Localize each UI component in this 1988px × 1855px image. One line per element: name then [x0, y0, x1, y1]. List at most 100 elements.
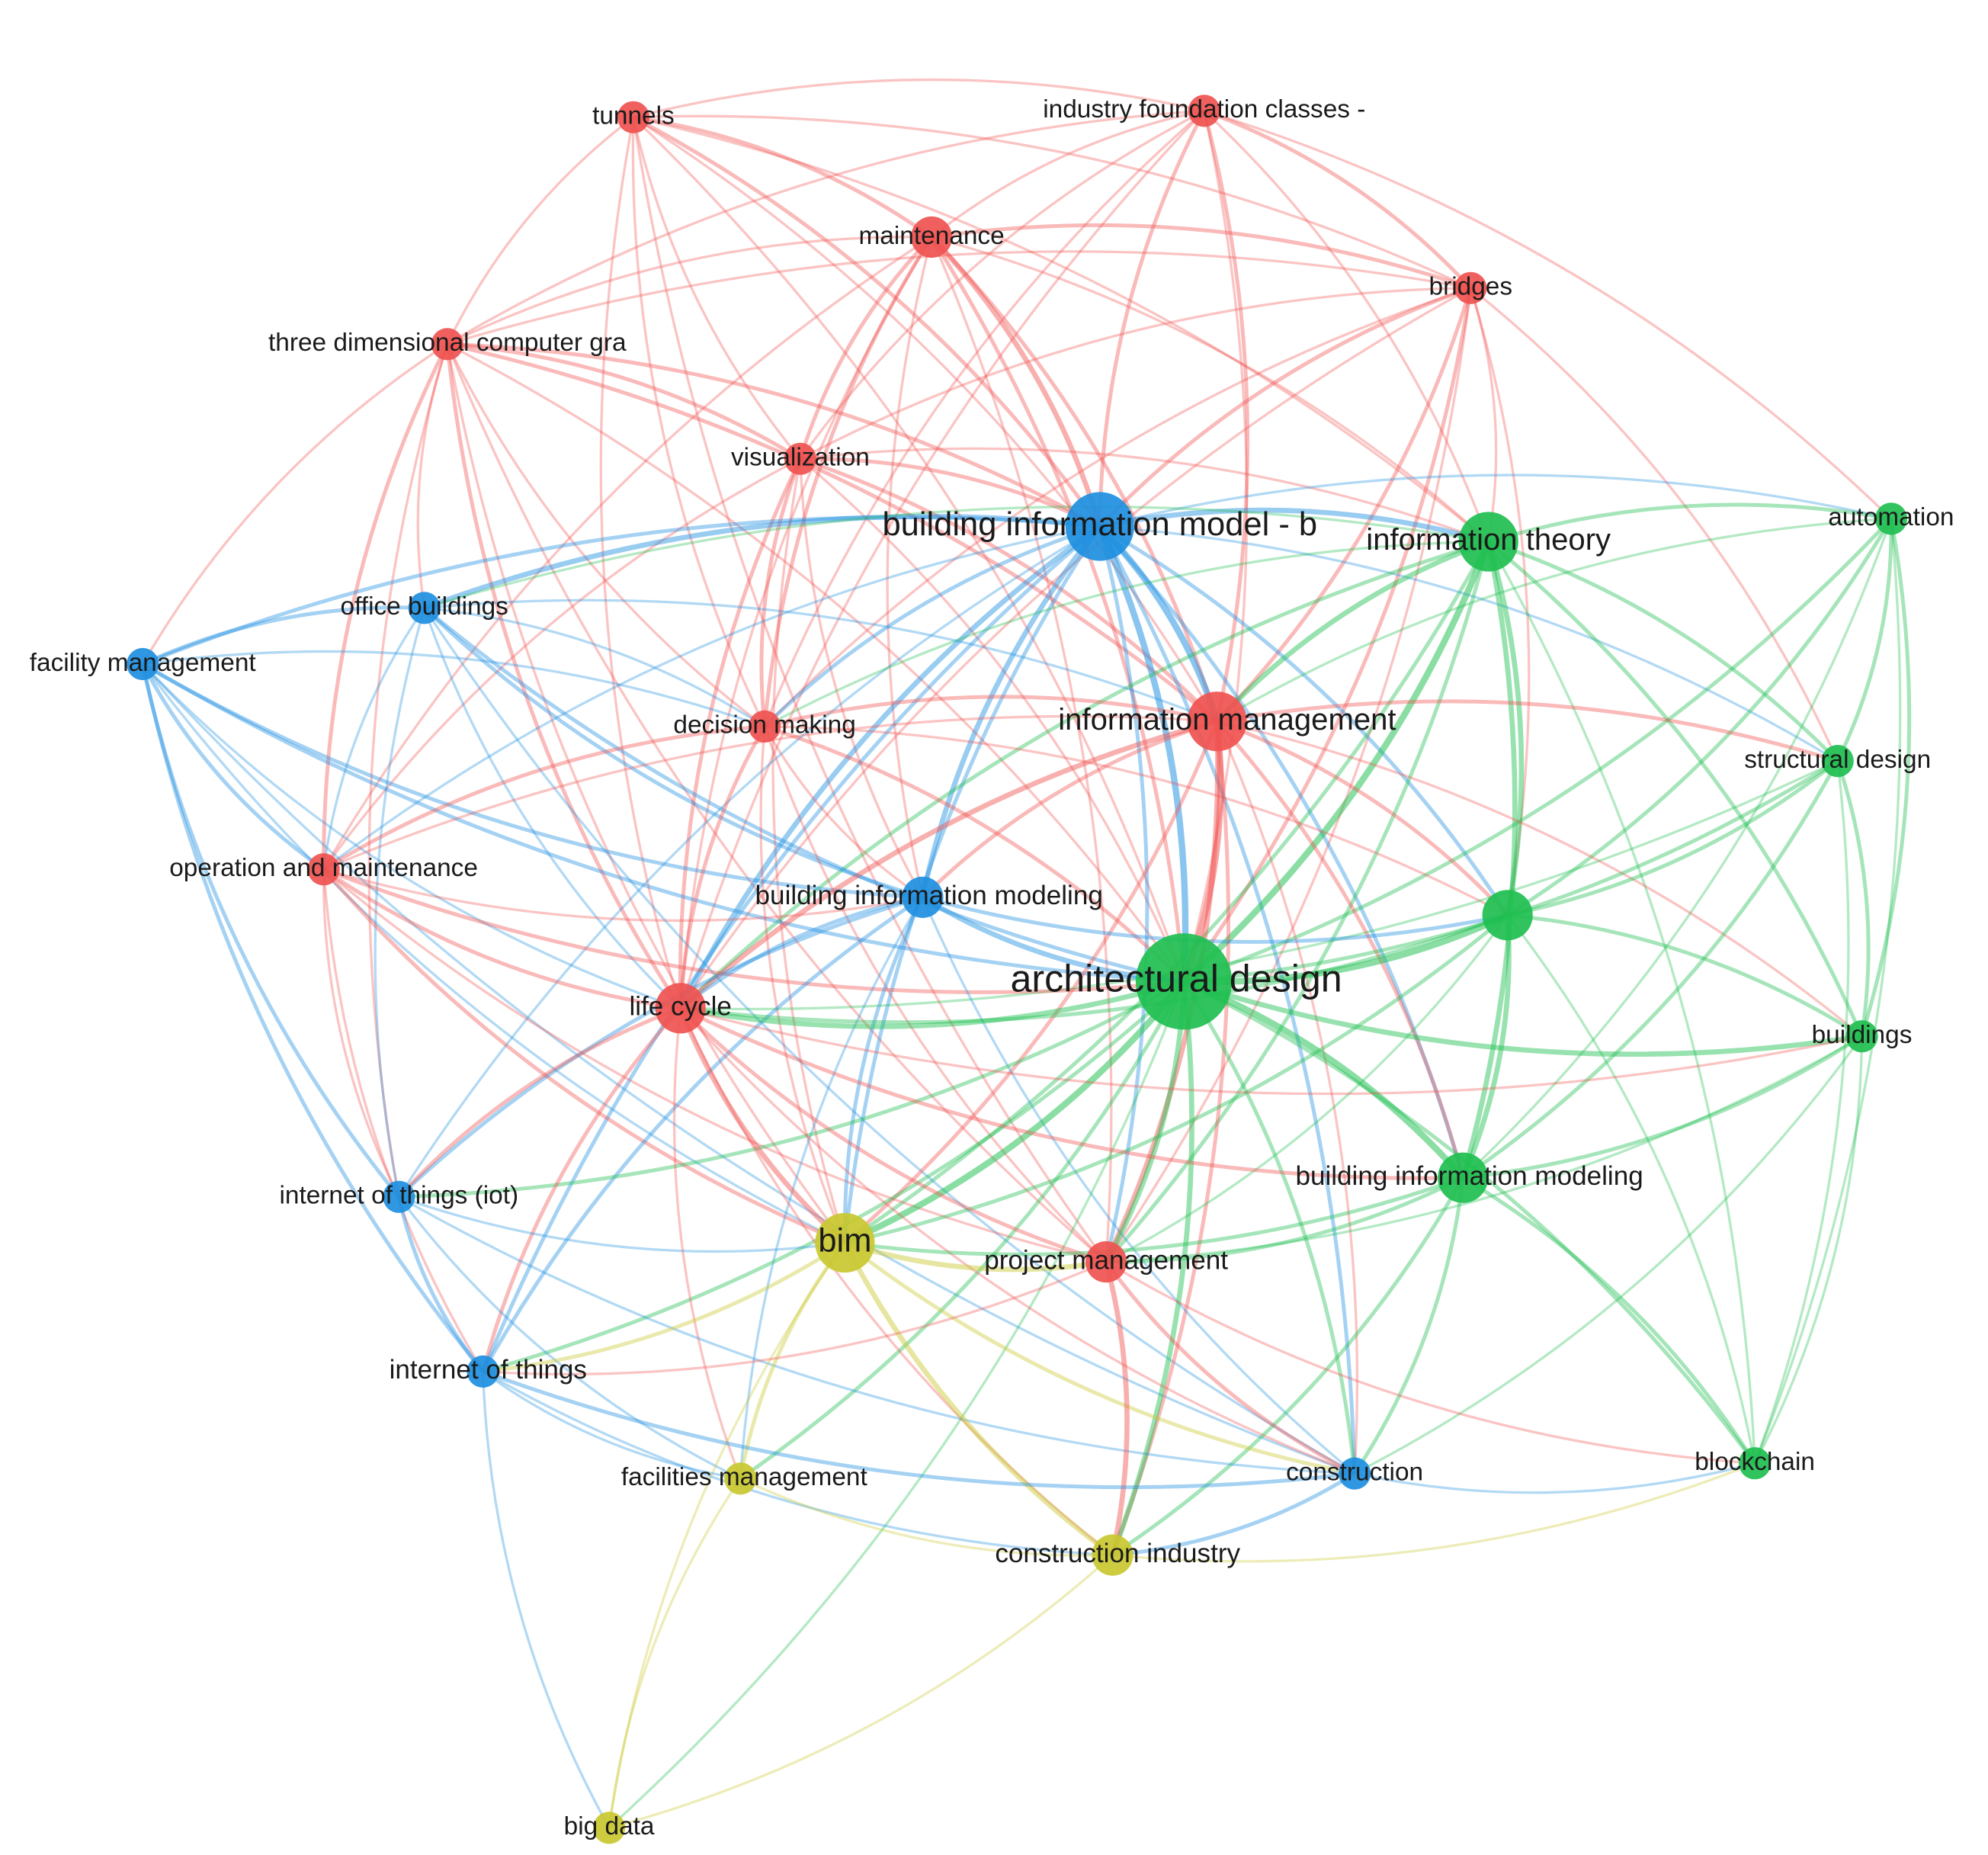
edge-office_buildings-iot_paren [374, 607, 426, 1198]
label-three-d: three dimensional computer gra [268, 329, 627, 357]
edge-iot_paren-iot [396, 1196, 485, 1373]
edge-buildings-blockchain [1753, 1036, 1864, 1464]
edge-three_d-op_maint [322, 343, 450, 870]
edge-bim_model_b-construction [1098, 525, 1357, 1474]
node-green-unlabeled[interactable] [1482, 890, 1533, 941]
edge-office_buildings-construction [423, 607, 1355, 1475]
edge-green_unlabeled-bim [844, 913, 1509, 1245]
edge-info_theory-project_mgmt [1105, 541, 1491, 1263]
edge-info_theory-decision_making [764, 540, 1489, 728]
edge-op_maint-life_cycle [322, 868, 681, 1010]
edge-tunnels-project_mgmt [632, 117, 1108, 1263]
edge-life_cycle-construction_industry [679, 1007, 1114, 1556]
edge-visualization-decision_making [759, 457, 803, 727]
edge-bridges-info_mgmt [1215, 287, 1473, 723]
edge-bim_model_b-bim [842, 525, 1101, 1244]
edge-project_mgmt-iot [483, 1260, 1107, 1376]
node-arch-design[interactable] [1135, 933, 1233, 1030]
node-construction-industry[interactable] [1092, 1534, 1133, 1576]
edge-three_d-arch_design [447, 342, 1185, 983]
edge-maintenance-bim_modeling_blue [886, 236, 933, 898]
label-bim-model-b: building information model - b [882, 506, 1317, 543]
edge-maintenance-bridges [931, 223, 1472, 290]
edge-construction_industry-big_data [608, 1554, 1114, 1829]
edge-green_unlabeled-bim_modeling_green [1461, 915, 1512, 1179]
label-facilities-mgmt: facilities management [621, 1463, 868, 1491]
edge-bim_modeling_blue-green_unlabeled [922, 895, 1509, 944]
label-iot: internet of things [390, 1355, 587, 1385]
node-three-d[interactable] [431, 328, 463, 361]
edge-three_d-bim_model_b [447, 342, 1101, 528]
edge-green_unlabeled-buildings [1507, 913, 1863, 1038]
node-bridges[interactable] [1454, 271, 1487, 304]
node-bim[interactable] [815, 1212, 875, 1273]
node-info-theory[interactable] [1458, 512, 1518, 572]
edge-tunnels-bim_model_b [632, 115, 1101, 528]
node-project-mgmt[interactable] [1085, 1241, 1127, 1283]
edge-bridges-visualization [800, 287, 1471, 461]
node-facilities-mgmt[interactable] [724, 1462, 757, 1495]
edge-tunnels-info_mgmt [633, 116, 1219, 723]
node-decision-making[interactable] [749, 710, 781, 743]
node-automation[interactable] [1874, 502, 1907, 535]
edge-bim-big_data [608, 1242, 846, 1828]
label-blockchain: blockchain [1695, 1448, 1815, 1476]
edge-maintenance-op_maint [322, 236, 932, 871]
edge-iot-facilities_mgmt [482, 1370, 741, 1480]
node-office-buildings[interactable] [408, 592, 441, 624]
edge-bim_model_b-op_maint [322, 525, 1101, 871]
node-iot[interactable] [467, 1355, 499, 1388]
edge-visualization-bim_model_b [800, 457, 1101, 528]
node-blockchain[interactable] [1739, 1447, 1772, 1480]
label-buildings: buildings [1812, 1021, 1913, 1049]
node-visualization[interactable] [784, 442, 816, 475]
edge-life_cycle-buildings [680, 1006, 1862, 1096]
label-structural-design: structural design [1744, 746, 1931, 774]
edge-tunnels-arch_design [632, 116, 1185, 982]
edge-bim_model_b-iot_paren [397, 525, 1101, 1198]
node-op-maint[interactable] [307, 853, 340, 886]
node-structural-design[interactable] [1821, 745, 1854, 778]
node-buildings[interactable] [1845, 1020, 1878, 1053]
node-bim-modeling-green[interactable] [1438, 1152, 1489, 1203]
node-life-cycle[interactable] [655, 983, 706, 1034]
node-maintenance[interactable] [911, 216, 953, 258]
node-iot-paren[interactable] [383, 1180, 415, 1213]
edge-office_buildings-arch_design [423, 606, 1185, 984]
label-maintenance: maintenance [858, 222, 1004, 250]
edge-facilities_mgmt-big_data [608, 1478, 742, 1828]
edge-decision_making-op_maint [322, 724, 765, 871]
node-construction[interactable] [1339, 1457, 1371, 1490]
edge-bridges-life_cycle [679, 287, 1472, 1009]
edge-ifc-visualization [799, 109, 1205, 460]
node-info-mgmt[interactable] [1187, 692, 1247, 752]
edge-arch_design-buildings [1183, 979, 1863, 1057]
edge-visualization-info_mgmt [800, 457, 1219, 723]
label-info-mgmt: information management [1058, 703, 1396, 737]
edge-arch_design-facilities_mgmt [739, 980, 1186, 1481]
edge-bim_modeling_green-blockchain [1461, 1176, 1757, 1465]
label-construction: construction [1286, 1458, 1423, 1486]
node-bim-model-b[interactable] [1065, 492, 1134, 561]
node-bim-modeling-blue[interactable] [902, 876, 944, 918]
edge-decision_making-bim_modeling_blue [763, 726, 924, 899]
edge-office_buildings-decision_making [424, 606, 765, 728]
edge-project_mgmt-blockchain [1105, 1260, 1756, 1465]
edge-automation-green_unlabeled [1506, 518, 1893, 917]
node-tunnels[interactable] [617, 101, 650, 133]
node-ifc[interactable] [1188, 95, 1220, 127]
label-construction-industry: construction industry [995, 1539, 1240, 1568]
edge-bim_modeling_blue-construction [921, 897, 1356, 1475]
edge-automation-info_mgmt [1216, 517, 1891, 723]
node-big-data[interactable] [593, 1812, 626, 1844]
node-facility-mgmt[interactable] [127, 647, 159, 681]
edge-buildings-construction [1354, 1035, 1863, 1475]
edge-tunnels-maintenance [633, 115, 933, 239]
edge-info_theory-structural_design [1487, 540, 1839, 762]
edge-visualization-info_theory [800, 447, 1489, 544]
edge-three_d-office_buildings [416, 343, 449, 608]
edge-facility_mgmt-arch_design [141, 662, 1185, 984]
edge-bim_model_b-green_unlabeled [1098, 525, 1509, 916]
edge-facility_mgmt-bim_modeling_blue [141, 662, 923, 900]
